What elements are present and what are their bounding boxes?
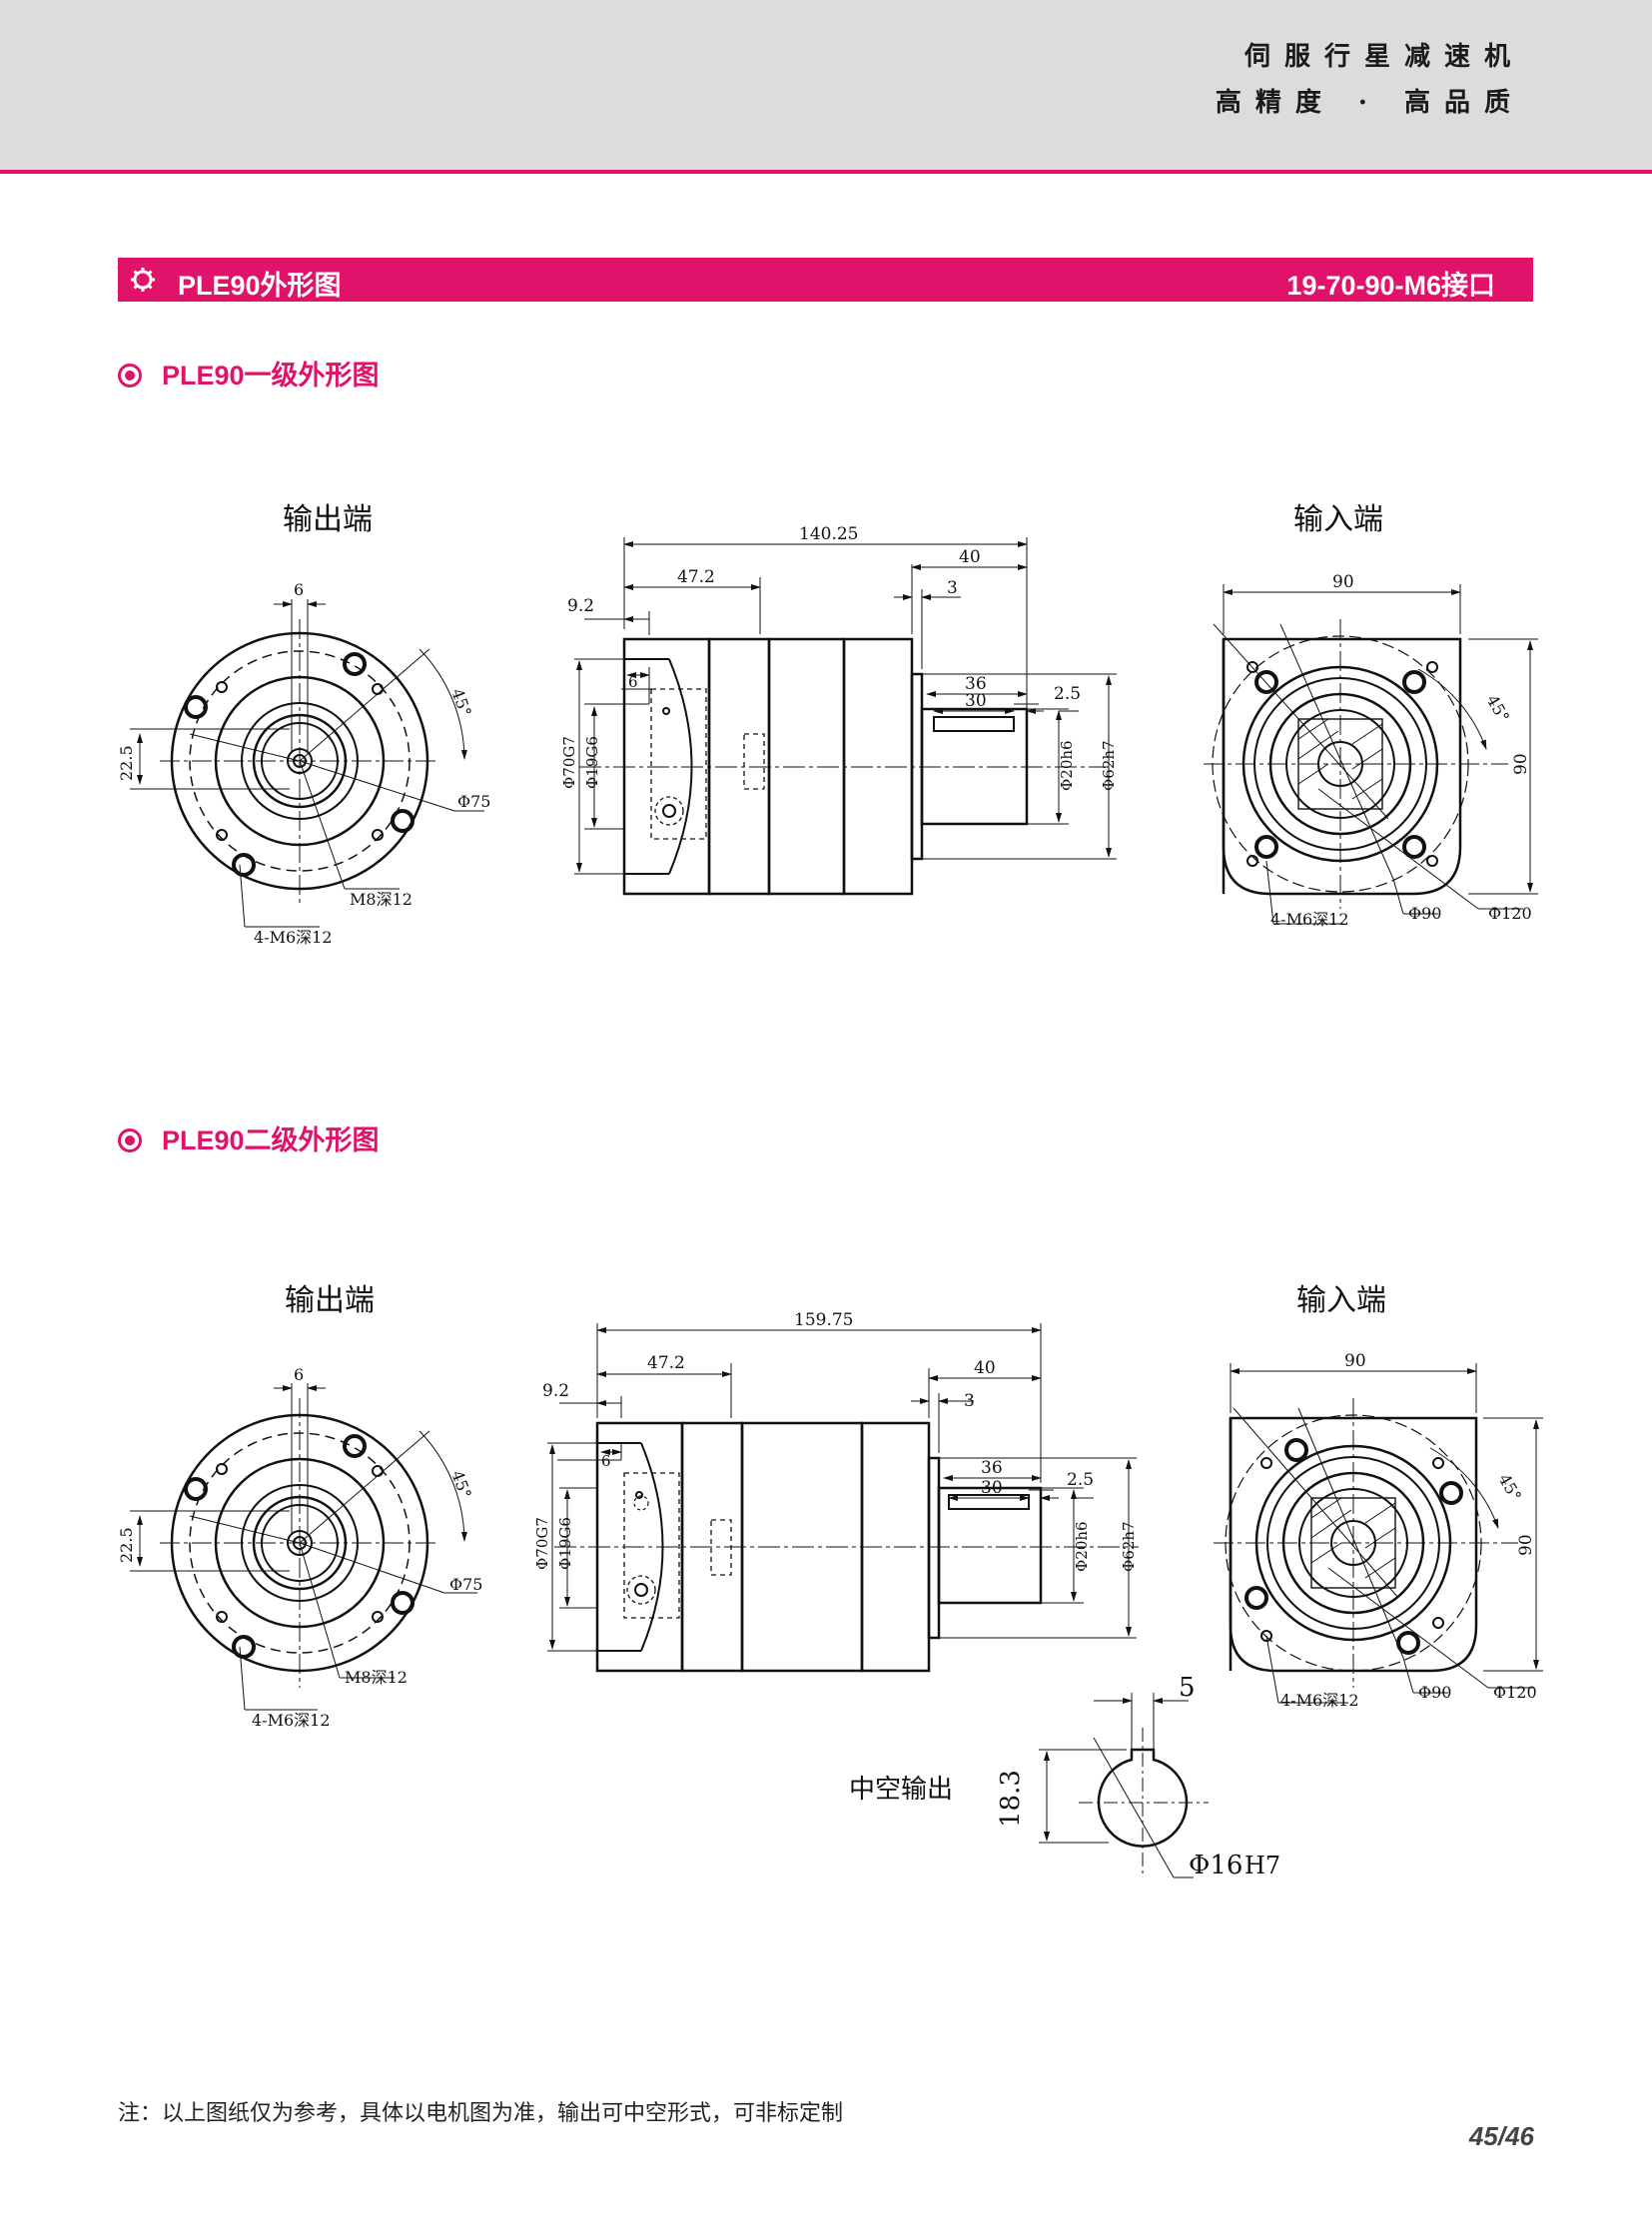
s2-input-view [1214,1363,1543,1704]
header-band [0,0,1652,172]
s2-output-view [130,1383,477,1711]
interface-code: 19-70-90-M6接口 [1286,271,1495,301]
s1-out-dim-offset: 22.5 [117,745,136,781]
s2-side-pilot-depth: 6 [601,1452,611,1470]
s1-input-label: 输入端 [1293,502,1383,537]
s1-side-overall: 140.25 [799,524,858,544]
s1-side-view [574,537,1117,896]
page-number: 45/46 [1468,2121,1534,2151]
s1-output-view [130,599,484,928]
s1-in-height: 90 [1511,753,1531,775]
s1-side-key-off: 2.5 [1054,684,1081,704]
s1-side-shaft-dia: Φ20h6 [1058,740,1076,791]
s2-in-d2: Φ120 [1493,1683,1537,1702]
s2-side-flange: 47.2 [647,1353,685,1373]
s2-side-spigot: Φ62h7 [1120,1521,1138,1572]
gear-icon [131,268,155,292]
bullet-icon [118,364,142,387]
stage2-heading: PLE90二级外形图 [118,1119,380,1157]
s2-input-label: 输入端 [1296,1283,1386,1318]
slogan-line-1: 伺服行星减速机 [1243,42,1524,72]
s1-side-flange: 47.2 [677,567,715,587]
hollow-bore: Φ16 [1189,1851,1242,1880]
header-accent-line [0,170,1652,174]
s2-in-width: 90 [1344,1351,1366,1371]
s1-side-pilot-depth: 6 [628,673,638,691]
s2-in-mount-holes: 4-M6深12 [1280,1691,1359,1710]
s1-input-view [1204,584,1538,925]
s2-side-bore2: Φ19G6 [556,1517,574,1570]
s2-side-bore1: Φ70G7 [533,1517,551,1570]
s2-out-mount-holes: 4-M6深12 [252,1711,331,1730]
s1-side-step: 3 [947,578,958,598]
s2-output-label: 输出端 [285,1283,375,1318]
s2-out-angle: 45° [447,1468,475,1501]
s1-side-gap: 9.2 [567,596,594,616]
stage1-heading: PLE90一级外形图 [118,354,380,392]
s1-out-center-tap: M8深12 [350,890,413,909]
hollow-label: 中空输出 [849,1775,953,1805]
s1-in-d1: Φ90 [1408,904,1441,923]
hollow-height: 18.3 [996,1770,1026,1828]
slogan-line-2: 高精度 · 高品质 [1215,88,1524,118]
s1-side-bore1: Φ70G7 [560,736,578,789]
section-title-bar: PLE90外形图 19-70-90-M6接口 [118,258,1533,302]
s2-out-pcd: Φ75 [449,1575,482,1594]
s2-out-dim-offset: 22.5 [117,1527,136,1563]
s1-side-spigot: Φ62h7 [1100,740,1118,791]
bullet-icon [118,1128,142,1152]
s2-side-gap: 9.2 [542,1381,569,1401]
hollow-key-width: 5 [1179,1673,1196,1703]
s1-out-mount-holes: 4-M6深12 [254,928,333,947]
s1-side-key-outer: 36 [965,674,987,694]
s2-side-shaft-dia: Φ20h6 [1073,1521,1091,1572]
s1-out-angle: 45° [447,686,475,719]
hollow-output-detail [1039,1693,1209,1878]
s2-side-view [547,1323,1139,1673]
s1-in-mount-holes: 4-M6深12 [1270,910,1349,929]
s1-side-bore2: Φ19G6 [583,736,601,789]
s1-out-pcd: Φ75 [457,792,490,811]
s2-in-height: 90 [1516,1534,1536,1556]
hollow-tolerance: H7 [1244,1852,1280,1879]
footer-note: 注：以上图纸仅为参考，具体以电机图为准，输出可中空形式，可非标定制 [118,2101,844,2126]
s2-side-key-outer: 36 [981,1458,1003,1478]
s1-output-label: 输出端 [283,502,373,537]
s1-in-angle: 45° [1483,692,1514,726]
s2-in-d1: Φ90 [1418,1683,1451,1702]
s2-side-shaft-len: 40 [974,1358,996,1378]
s1-side-key-inner: 30 [965,691,987,711]
s1-in-d2: Φ120 [1488,904,1532,923]
section-title: PLE90外形图 [178,271,342,301]
s1-out-dim-width: 6 [294,580,304,599]
s2-side-overall: 159.75 [794,1310,853,1330]
s2-in-angle: 45° [1495,1471,1526,1505]
s2-side-key-off: 2.5 [1067,1470,1094,1490]
s1-side-shaft-len: 40 [959,547,981,567]
s2-out-center-tap: M8深12 [345,1668,408,1687]
s1-in-width: 90 [1332,572,1354,592]
s2-side-key-inner: 30 [981,1478,1003,1498]
s2-side-step: 3 [964,1391,975,1411]
s2-out-dim-width: 6 [294,1365,304,1384]
